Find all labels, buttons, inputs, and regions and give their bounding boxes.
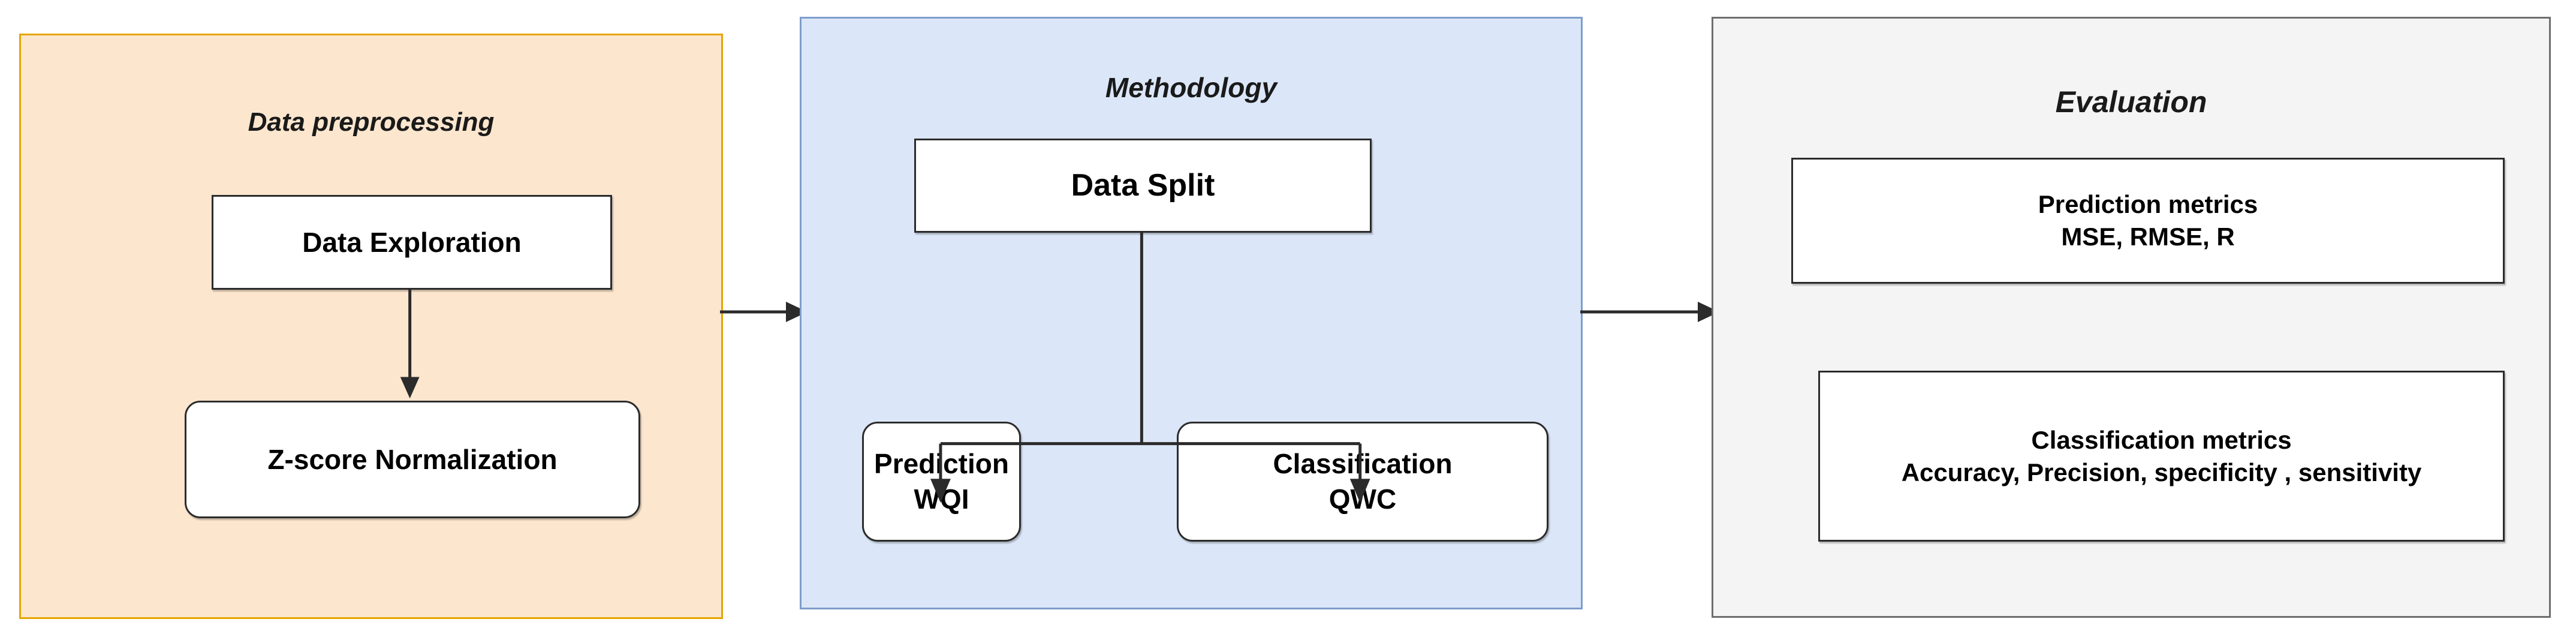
node-prediction-wqi[interactable]: Prediction WQI bbox=[862, 422, 1021, 542]
connector-preprocessing-to-methodology bbox=[720, 302, 808, 322]
stage-title-methodology: Methodology bbox=[1105, 72, 1278, 103]
stage-panel-preprocessing: Data preprocessing Data Exploration Z-sc… bbox=[19, 34, 723, 619]
node-prediction-metrics[interactable]: Prediction metrics MSE, RMSE, R bbox=[1791, 158, 2505, 284]
node-label-prediction-metrics-line1: Prediction metrics bbox=[2038, 190, 2258, 219]
stage-title-preprocessing: Data preprocessing bbox=[248, 107, 495, 137]
node-label-zscore-rest: -score Normalization bbox=[284, 443, 558, 475]
stage-panel-methodology: Methodology Data Split Prediction WQI Cl… bbox=[800, 17, 1583, 609]
stage-title-evaluation: Evaluation bbox=[2055, 85, 2207, 119]
node-label-prediction-metrics-line2: MSE, RMSE, R bbox=[2061, 223, 2235, 251]
node-label-prediction-wqi: Prediction WQI bbox=[874, 448, 1009, 515]
node-label-classification-metrics-line1: Classification metrics bbox=[2031, 425, 2292, 454]
connector-methodology-to-evaluation bbox=[1580, 302, 1719, 322]
node-classification-metrics[interactable]: Classification metrics Accuracy, Precisi… bbox=[1818, 371, 2505, 542]
node-label-classification-qwc: Classification QWC bbox=[1264, 446, 1460, 517]
node-label-data-exploration: Data Exploration bbox=[302, 226, 522, 258]
node-data-split[interactable]: Data Split bbox=[914, 139, 1372, 233]
node-label-zscore-lead: Z bbox=[267, 443, 285, 475]
node-label-classification-metrics: Classification metrics Accuracy, Precisi… bbox=[1893, 424, 2430, 489]
stage-panel-evaluation: Evaluation Prediction metrics MSE, RMSE,… bbox=[1712, 17, 2551, 618]
node-data-exploration[interactable]: Data Exploration bbox=[212, 195, 612, 290]
node-label-classification-qwc-line2: QWC bbox=[1328, 483, 1397, 515]
node-classification-qwc[interactable]: Classification QWC bbox=[1177, 422, 1548, 542]
node-label-data-split: Data Split bbox=[1071, 168, 1215, 203]
node-zscore-normalization[interactable]: Z-score Normalization bbox=[185, 401, 640, 518]
node-label-classification-qwc-line1: Classification bbox=[1273, 448, 1453, 480]
node-label-prediction-metrics: Prediction metrics MSE, RMSE, R bbox=[2030, 188, 2266, 253]
node-label-classification-metrics-line2: Accuracy, Precision, specificity , sensi… bbox=[1901, 458, 2422, 486]
node-label-zscore-normalization: Z-score Normalization bbox=[259, 442, 565, 477]
